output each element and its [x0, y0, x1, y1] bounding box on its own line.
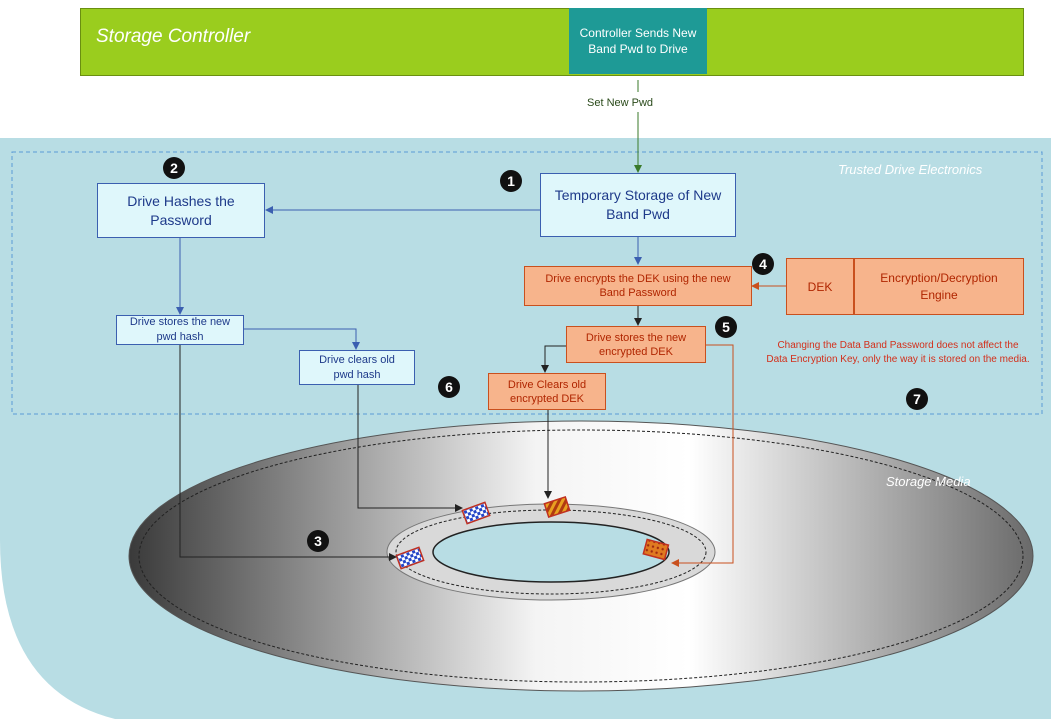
- encryption-engine-box: Encryption/Decryption Engine: [854, 258, 1024, 315]
- step-2-badge: 2: [163, 157, 185, 179]
- dek-note: Changing the Data Band Password does not…: [766, 340, 1030, 365]
- step-5-badge: 5: [715, 316, 737, 338]
- store-hash-to-media-arrow: [179, 344, 397, 561]
- new-dek-block: [642, 538, 670, 561]
- trusted-zone-label: Trusted Drive Electronics: [838, 162, 983, 177]
- disc-outer-track: [138, 429, 1024, 683]
- new-hash-block: [461, 501, 491, 525]
- store-to-clear-dek-arrow: [541, 345, 566, 373]
- drive-hashes-box: Drive Hashes the Password: [97, 183, 265, 238]
- storage-controller-title: Storage Controller: [96, 26, 251, 47]
- set-new-pwd-label: Set New Pwd: [587, 97, 654, 109]
- store-dek-box: Drive stores the new encrypted DEK: [566, 326, 706, 363]
- clear-dek-box: Drive Clears old encrypted DEK: [488, 373, 606, 410]
- clear-hash-to-media-arrow: [357, 385, 463, 512]
- storage-controller-bar: [80, 8, 1024, 76]
- store-to-clear-arrow: [244, 328, 360, 350]
- encrypt-dek-box: Drive encrypts the DEK using the new Ban…: [524, 266, 752, 306]
- temp-storage-box: Temporary Storage of New Band Pwd: [540, 173, 736, 237]
- dek-box: DEK: [786, 258, 854, 315]
- storage-media-label: Storage Media: [886, 474, 971, 489]
- old-dek-block: [543, 495, 571, 519]
- store-dek-to-media-arrow: [671, 344, 734, 567]
- disc-hub: [432, 521, 670, 583]
- controller-sends-box: Controller Sends New Band Pwd to Drive: [569, 8, 707, 74]
- step-6-badge: 6: [438, 376, 460, 398]
- trusted-zone-border: [11, 151, 1043, 415]
- step-1-badge: 1: [500, 170, 522, 192]
- step-7-badge: 7: [906, 388, 928, 410]
- step-3-badge: 3: [307, 530, 329, 552]
- store-hash-box: Drive stores the new pwd hash: [116, 315, 244, 345]
- step-4-badge: 4: [752, 253, 774, 275]
- old-hash-block: [395, 546, 425, 570]
- clear-hash-box: Drive clears old pwd hash: [299, 350, 415, 385]
